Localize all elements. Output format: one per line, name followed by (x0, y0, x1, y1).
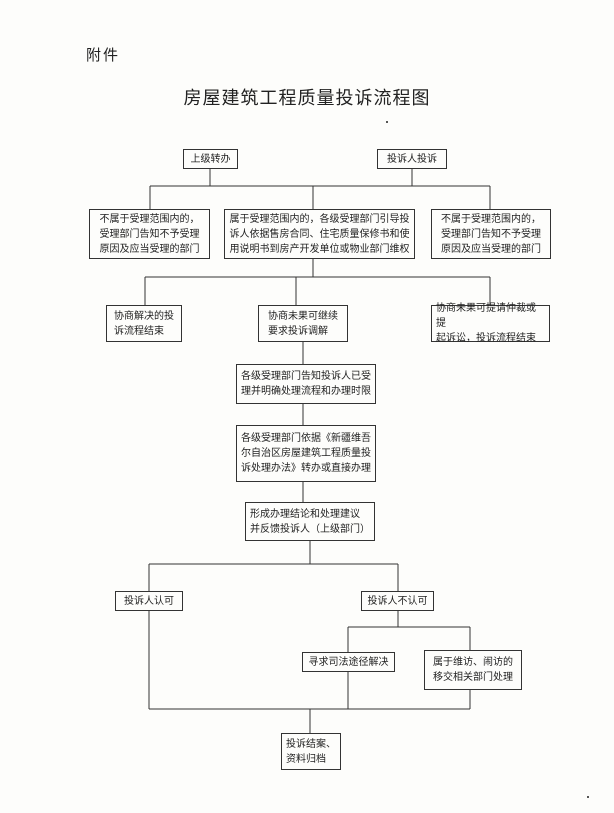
transfer-or-handle-box: 各级受理部门依据《新疆维吾 尔自治区房屋建筑工程质量投 诉处理办法》转办或直接办… (236, 425, 376, 482)
judicial-route-box: 寻求司法途径解决 (302, 652, 395, 672)
scan-speck (587, 796, 589, 798)
negotiation-resolved-box: 协商解决的投 诉流程结束 (106, 305, 182, 342)
not-in-scope-left-box: 不属于受理范围内的， 受理部门告知不予受理 原因及应当受理的部门 (89, 209, 210, 259)
superior-transfer-box: 上级转办 (183, 149, 238, 169)
flowchart-title: 房屋建筑工程质量投诉流程图 (183, 88, 431, 109)
attachment-label: 附件 (86, 46, 121, 64)
in-scope-box: 属于受理范围内的，各级受理部门引导投 诉人依据售房合同、住宅质量保修书和使 用说… (224, 209, 415, 259)
complainant-complaint-box: 投诉人投诉 (377, 149, 447, 169)
complainant-approves-box: 投诉人认可 (115, 591, 183, 611)
case-closed-box: 投诉结案、 资料归档 (281, 733, 341, 770)
complainant-disapproves-box: 投诉人不认可 (361, 591, 434, 611)
notify-accepted-box: 各级受理部门告知投诉人已受 理并明确处理流程和办理时限 (236, 364, 376, 404)
not-in-scope-right-box: 不属于受理范围内的， 受理部门告知不予受理 原因及应当受理的部门 (431, 209, 551, 259)
continue-request-box: 协商未果可继续 要求投诉调解 (258, 305, 348, 342)
scan-speck (386, 121, 388, 123)
arbitration-box: 协商未果可提请仲裁或提 起诉讼，投诉流程结束 (431, 303, 550, 344)
conclusion-feedback-box: 形成办理结论和处理建议 并反馈投诉人（上级部门） (245, 502, 375, 541)
petition-transfer-box: 属于维访、闹访的 移交相关部门处理 (424, 650, 522, 690)
